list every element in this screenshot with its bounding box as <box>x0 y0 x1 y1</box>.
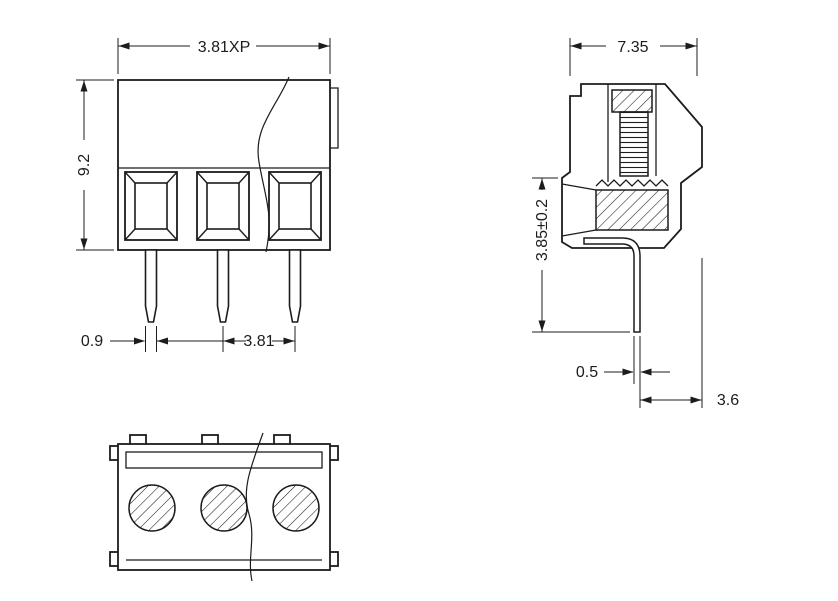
clamp-serration-line <box>595 179 669 187</box>
dim-pin-width-label: 0.9 <box>81 333 103 350</box>
dim-front-pitch-label: 3.81XP <box>198 39 250 56</box>
dim-pin-to-edge-label: 3.6 <box>717 392 739 409</box>
dim-pin-thickness-label: 0.5 <box>576 364 598 381</box>
terminal-opening-1 <box>124 171 178 241</box>
dimensions: 3.81XP 9.2 0.9 3.81 <box>73 35 739 409</box>
solder-pin-1 <box>144 249 158 323</box>
top-break-line <box>245 432 264 582</box>
screw-top-3 <box>272 484 320 532</box>
side-pin <box>583 237 641 333</box>
side-view <box>561 83 703 333</box>
dim-front-height-label: 9.2 <box>76 154 93 176</box>
solder-pin-2 <box>216 249 230 323</box>
solder-pin-3 <box>288 249 302 323</box>
dim-pin-pitch-label: 3.81 <box>243 333 274 350</box>
front-view <box>117 76 339 323</box>
dim-front-pitch: 3.81XP <box>117 35 331 74</box>
wire-slot-band <box>125 451 323 469</box>
terminal-opening-2 <box>196 171 250 241</box>
dim-side-height: 3.85±0.2 <box>531 177 630 333</box>
dim-pin-thickness: 0.5 <box>576 336 670 408</box>
screw-top-2 <box>200 484 248 532</box>
dim-pin-to-edge: 3.6 <box>640 258 739 409</box>
screw-top-1 <box>128 484 176 532</box>
terminal-opening-3 <box>268 171 322 241</box>
front-break-line <box>257 76 290 253</box>
screw-head-section <box>611 89 653 113</box>
screw-thread-section <box>619 111 649 177</box>
dim-pin-width: 0.9 <box>81 326 214 352</box>
top-view <box>109 432 339 582</box>
dim-pin-pitch: 3.81 <box>157 326 296 352</box>
dim-side-width: 7.35 <box>569 35 698 76</box>
dim-front-height: 9.2 <box>73 79 114 251</box>
dim-side-height-label: 3.85±0.2 <box>534 199 551 261</box>
wire-clamp-section <box>595 189 669 231</box>
dim-side-width-label: 7.35 <box>617 39 648 56</box>
